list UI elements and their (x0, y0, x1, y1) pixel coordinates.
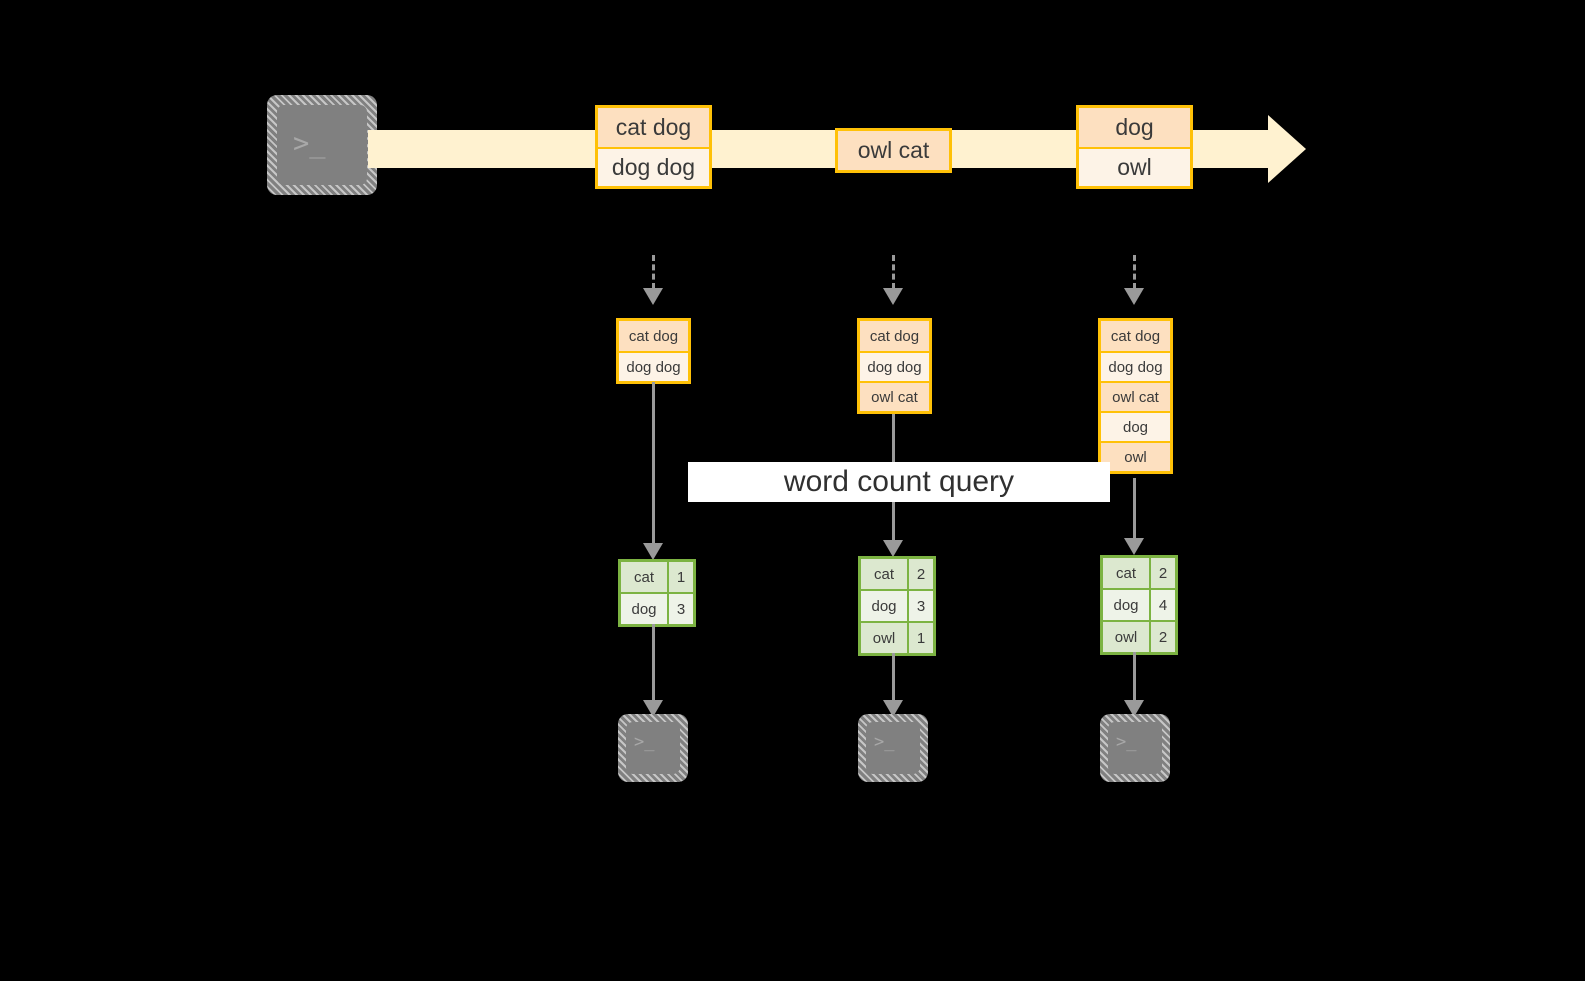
word-count-query-banner: word count query (688, 462, 1110, 502)
stream-band-arrowhead (1268, 115, 1306, 183)
snapshot-1-to-result-arrowhead (643, 543, 663, 560)
stream-message: owl (1079, 147, 1190, 186)
stream-message: dog (1079, 108, 1190, 147)
snapshot-2-consumer-prompt-glyph: >_ (874, 732, 895, 752)
snapshot-1-consumer-terminal-body (626, 722, 680, 774)
snapshot-2-to-consumer-arrowhead (883, 700, 903, 717)
dashed-connector-3 (1133, 255, 1136, 289)
producer-terminal-body (277, 105, 367, 185)
table-row: dog 3 (621, 592, 693, 624)
table-row: owl 2 (1103, 620, 1175, 652)
snapshot-1-consumer-terminal-icon: >_ (618, 714, 688, 782)
accumulated-message: dog dog (1101, 351, 1170, 381)
table-row: dog 3 (861, 589, 933, 621)
stream-message: owl cat (838, 131, 949, 170)
accumulated-message: cat dog (619, 321, 688, 351)
table-row: dog 4 (1103, 588, 1175, 620)
dashed-connector-arrowhead-1 (643, 288, 663, 305)
result-word: dog (621, 594, 667, 624)
snapshot-3-consumer-prompt-glyph: >_ (1116, 732, 1137, 752)
accumulated-message: owl cat (860, 381, 929, 411)
snapshot-1-result-table: cat 1 dog 3 (618, 559, 696, 627)
dashed-connector-1 (652, 255, 655, 289)
producer-terminal-prompt-glyph: >_ (293, 128, 326, 159)
accumulated-message: dog (1101, 411, 1170, 441)
dashed-connector-2 (892, 255, 895, 289)
accumulated-message: owl (1101, 441, 1170, 471)
snapshot-2-consumer-terminal-body (866, 722, 920, 774)
result-count: 3 (907, 591, 933, 621)
snapshot-1-accumulated-messages: cat dog dog dog (616, 318, 691, 384)
snapshot-3-consumer-terminal-body (1108, 722, 1162, 774)
snapshot-3-result-table: cat 2 dog 4 owl 2 (1100, 555, 1178, 655)
table-row: cat 1 (621, 562, 693, 592)
snapshot-3-to-result-arrowhead (1124, 538, 1144, 555)
snapshot-2-to-result-arrowhead (883, 540, 903, 557)
stream-message: cat dog (598, 108, 709, 147)
producer-terminal-icon: >_ (267, 95, 377, 195)
result-word: cat (621, 562, 667, 592)
result-word: dog (1103, 590, 1149, 620)
result-count: 1 (907, 623, 933, 653)
result-word: owl (861, 623, 907, 653)
result-count: 2 (907, 559, 933, 589)
accumulated-message: cat dog (1101, 321, 1170, 351)
stream-message-group-1: cat dog dog dog (595, 105, 712, 189)
snapshot-3-to-consumer-arrowhead (1124, 700, 1144, 717)
snapshot-3-to-result-connector (1133, 478, 1136, 544)
result-count: 1 (667, 562, 693, 592)
snapshot-3-consumer-terminal-icon: >_ (1100, 714, 1170, 782)
accumulated-message: dog dog (860, 351, 929, 381)
snapshot-2-to-consumer-connector (892, 653, 895, 704)
dashed-connector-arrowhead-3 (1124, 288, 1144, 305)
result-word: owl (1103, 622, 1149, 652)
accumulated-message: cat dog (860, 321, 929, 351)
snapshot-1-consumer-prompt-glyph: >_ (634, 732, 655, 752)
table-row: cat 2 (1103, 558, 1175, 588)
snapshot-2-consumer-terminal-icon: >_ (858, 714, 928, 782)
stream-message: dog dog (598, 147, 709, 186)
snapshot-1-to-result-connector (652, 382, 655, 546)
result-word: cat (861, 559, 907, 589)
stream-message-group-3: dog owl (1076, 105, 1193, 189)
result-count: 4 (1149, 590, 1175, 620)
accumulated-message: owl cat (1101, 381, 1170, 411)
result-word: cat (1103, 558, 1149, 588)
result-count: 2 (1149, 622, 1175, 652)
table-row: owl 1 (861, 621, 933, 653)
accumulated-message: dog dog (619, 351, 688, 381)
word-count-query-banner-label: word count query (783, 465, 1015, 498)
result-word: dog (861, 591, 907, 621)
snapshot-1-to-consumer-connector (652, 624, 655, 704)
result-count: 3 (667, 594, 693, 624)
result-count: 2 (1149, 558, 1175, 588)
snapshot-2-accumulated-messages: cat dog dog dog owl cat (857, 318, 932, 414)
snapshot-1-to-consumer-arrowhead (643, 700, 663, 717)
table-row: cat 2 (861, 559, 933, 589)
snapshot-3-to-consumer-connector (1133, 652, 1136, 704)
snapshot-3-accumulated-messages: cat dog dog dog owl cat dog owl (1098, 318, 1173, 474)
snapshot-2-result-table: cat 2 dog 3 owl 1 (858, 556, 936, 656)
stream-message-group-2: owl cat (835, 128, 952, 173)
dashed-connector-arrowhead-2 (883, 288, 903, 305)
